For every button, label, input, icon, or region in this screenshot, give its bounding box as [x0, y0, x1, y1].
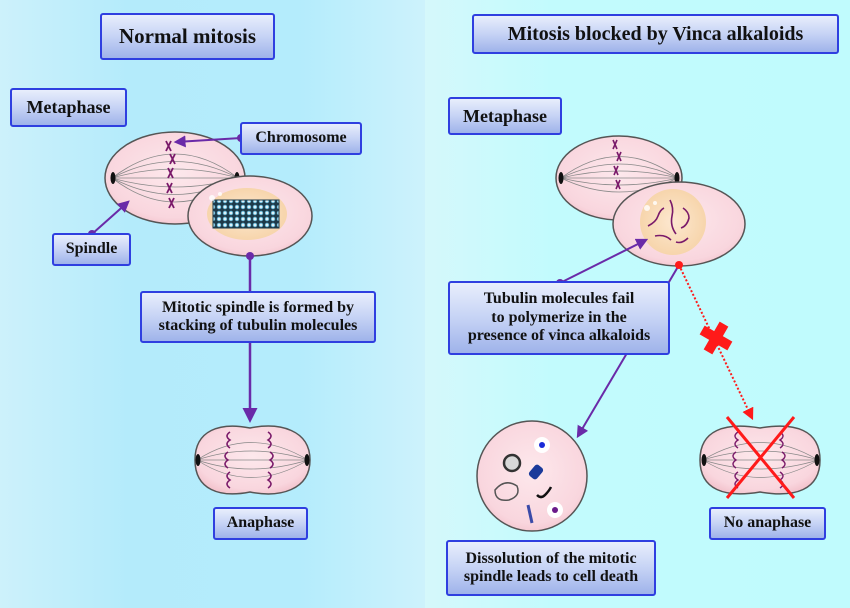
- title-vinca-blocked: Mitosis blocked by Vinca alkaloids: [472, 14, 839, 54]
- normal-description: Mitotic spindle is formed by stacking of…: [140, 291, 376, 343]
- no-anaphase-label: No anaphase: [709, 507, 826, 540]
- flower-blue-icon: [534, 437, 550, 453]
- chromosome-label: Chromosome: [240, 122, 362, 155]
- flower-purple-icon: [547, 502, 563, 518]
- anaphase-label: Anaphase: [213, 507, 308, 540]
- arrow-to-nucleus: [556, 238, 649, 287]
- dying-cell: [476, 420, 588, 532]
- blocked-path-to-anaphase: [675, 261, 754, 421]
- vinca-cell-right: [612, 181, 746, 267]
- metaphase-label-right: Metaphase: [448, 97, 562, 135]
- vinca-description: Tubulin molecules fail to polymerize in …: [448, 281, 670, 355]
- cell-death-label: Dissolution of the mitotic spindle leads…: [446, 540, 656, 596]
- blocked-anaphase-cell: [699, 416, 821, 499]
- title-normal-mitosis: Normal mitosis: [100, 13, 275, 60]
- anaphase-cell-left: [194, 425, 311, 495]
- chromosomes-left: [165, 140, 176, 209]
- cross-out-x-icon: [725, 416, 796, 499]
- tubulin-cell-left: [187, 175, 313, 257]
- unpolymerized-tubulin: [647, 199, 690, 244]
- tubulin-stack: [212, 199, 280, 229]
- spindle-label: Spindle: [52, 233, 131, 266]
- metaphase-label-left: Metaphase: [10, 88, 127, 127]
- block-cross-icon: [699, 321, 733, 355]
